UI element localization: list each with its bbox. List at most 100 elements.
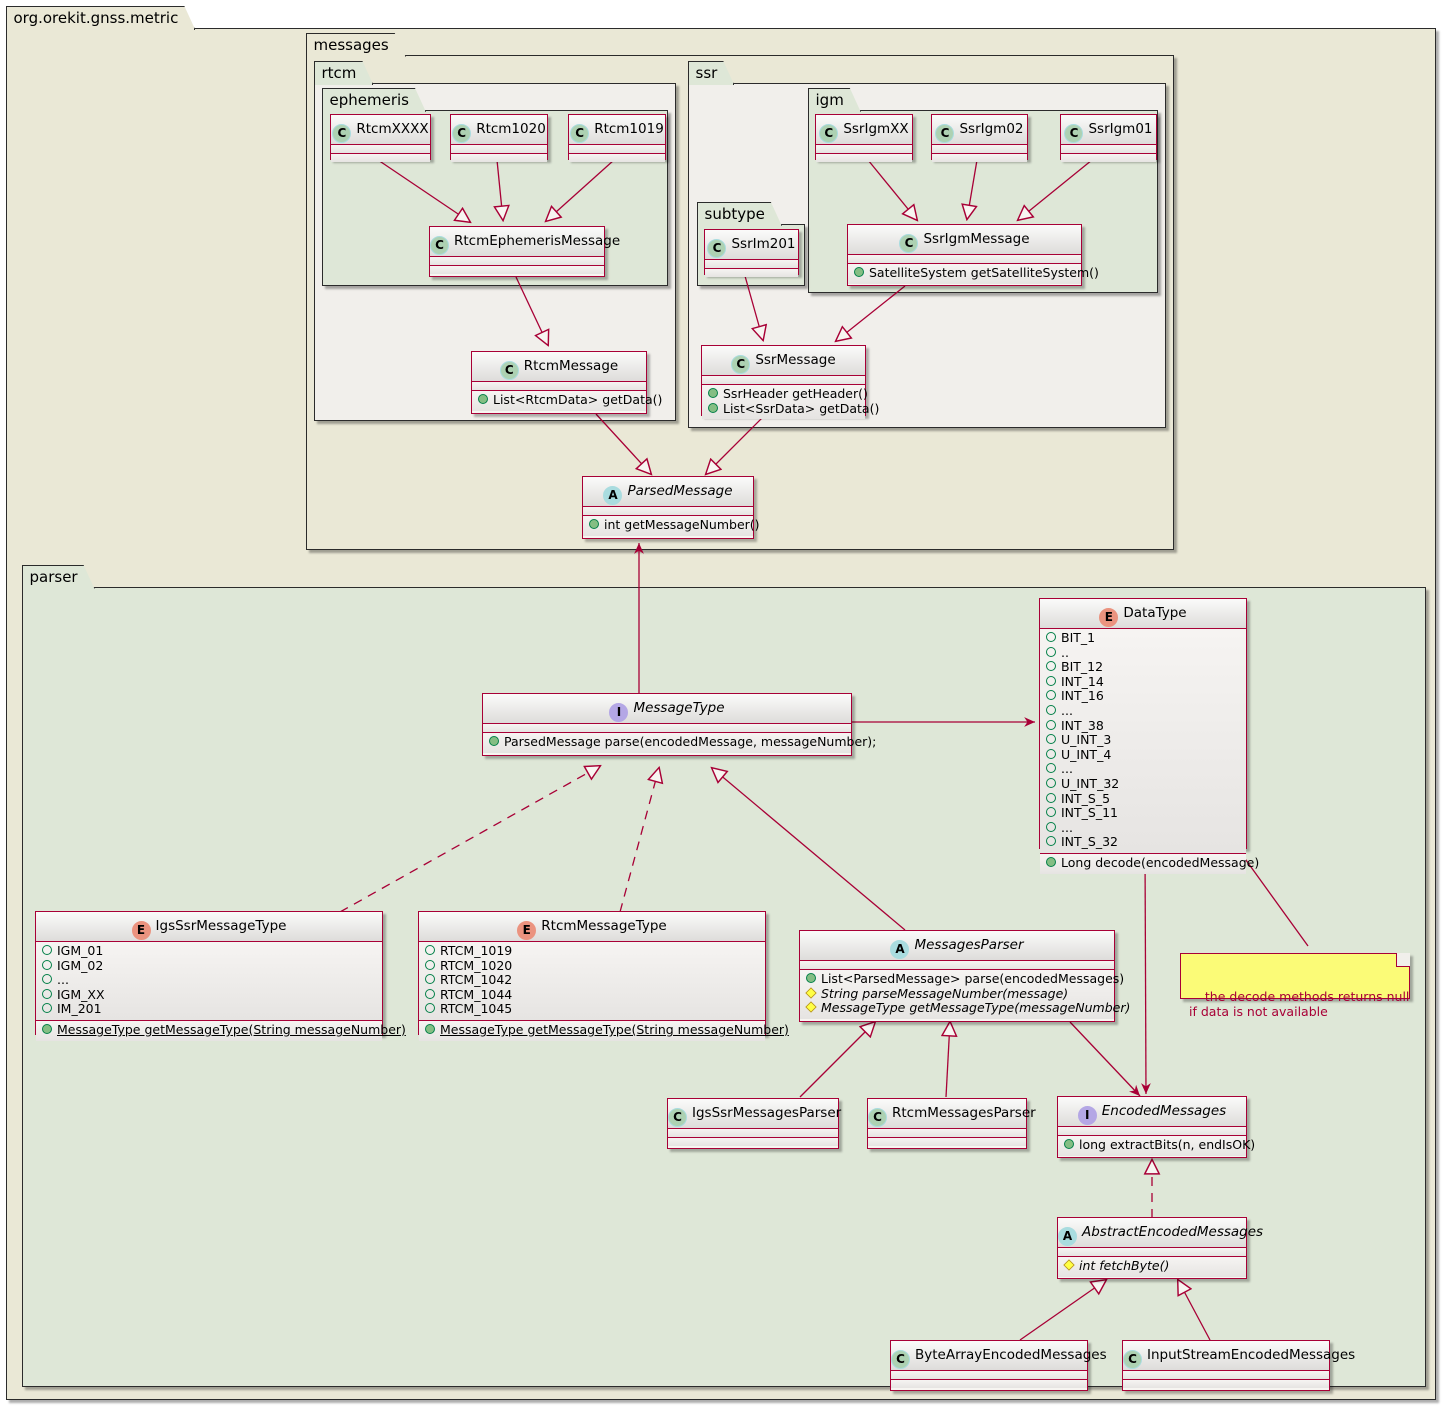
literals-compartment: RTCM_1019 RTCM_1020 RTCM_1042 RTCM_1044 …: [419, 942, 765, 1021]
enum-literal-row: IM_201: [40, 1002, 378, 1017]
enum-marker-icon: [1046, 821, 1056, 832]
enum-literal-row: ...: [1044, 820, 1242, 836]
attributes-compartment: [1058, 1127, 1246, 1136]
method-row: MessageType getMessageType(messageNumber…: [804, 1000, 1130, 1016]
enum-marker-icon: [1046, 632, 1056, 642]
class-stereotype-icon: C: [499, 361, 519, 380]
attributes-compartment: [472, 382, 646, 391]
enum-literal-row: U_INT_3: [1044, 732, 1242, 748]
enum-marker-icon: [1046, 704, 1056, 715]
enum-literal-row: RTCM_1042: [423, 972, 761, 988]
enum-literal-row: ..: [1044, 645, 1242, 661]
class-stereotype-icon: C: [1064, 124, 1084, 143]
enum-marker-icon: [425, 959, 435, 970]
methods-compartment: int getMessageNumber(): [583, 516, 760, 536]
attributes-compartment: [1123, 1371, 1329, 1380]
class-stereotype-icon: A: [1058, 1227, 1077, 1246]
methods-compartment: List<RtcmData> getData(): [472, 391, 662, 411]
enum-marker-icon: [1046, 836, 1056, 847]
attributes-compartment: [583, 507, 753, 516]
class-stereotype-icon: C: [819, 124, 839, 143]
methods-compartment: [569, 154, 665, 162]
methods-compartment: MessageType getMessageType(String messag…: [419, 1020, 789, 1041]
enum-literal-row: INT_14: [1044, 674, 1242, 690]
public-visibility-icon: [1046, 856, 1056, 867]
class-stereotype-icon: C: [731, 355, 751, 374]
public-visibility-icon: [489, 736, 499, 746]
methods-compartment: ParsedMessage parse(encodedMessage, mess…: [483, 733, 876, 753]
method-row: Long decode(encodedMessage): [1044, 855, 1259, 871]
class-stereotype-icon: C: [899, 234, 919, 253]
note-fold-corner: [1396, 953, 1410, 967]
attributes-compartment: [483, 724, 851, 733]
enum-marker-icon: [425, 974, 435, 985]
public-visibility-icon: [854, 267, 864, 277]
enum-marker-icon: [42, 988, 52, 999]
protected-visibility-icon: [805, 1001, 817, 1013]
methods-compartment: MessageType getMessageType(String messag…: [36, 1020, 406, 1041]
methods-compartment: Long decode(encodedMessage): [1040, 853, 1259, 874]
class-stereotype-icon: C: [707, 239, 727, 258]
enum-literal-row: U_INT_4: [1044, 747, 1242, 763]
enum-marker-icon: [425, 945, 435, 955]
methods-compartment: [816, 154, 912, 162]
enum-literal-row: IGM_02: [40, 958, 378, 974]
attributes-compartment: [702, 376, 865, 385]
class-stereotype-icon: C: [868, 1108, 887, 1127]
enum-marker-icon: [425, 1003, 435, 1014]
enum-marker-icon: [1046, 763, 1056, 774]
note-decode-returns-null: the decode methods returns null if data …: [1180, 953, 1410, 1019]
method-row: int fetchByte(): [1062, 1258, 1242, 1274]
enum-literal-row: ...: [1044, 762, 1242, 777]
enum-literal-row: RTCM_1020: [423, 958, 761, 974]
attributes-compartment: [1058, 1248, 1246, 1257]
package-label-root: org.orekit.gnss.metric: [6, 6, 196, 30]
package-label-ephemeris: ephemeris: [322, 88, 426, 112]
attributes-compartment: [430, 257, 604, 266]
methods-compartment: [451, 154, 547, 162]
enum-literal-row: INT_38: [1044, 718, 1242, 734]
public-visibility-icon: [589, 519, 599, 529]
literals-compartment: BIT_1 .. BIT_12 INT_14 INT_16 ... INT_38…: [1040, 629, 1246, 854]
class-stereotype-icon: C: [935, 124, 955, 143]
attributes-compartment: [891, 1371, 1087, 1380]
enum-literal-row: RTCM_1044: [423, 987, 761, 1003]
methods-compartment: [430, 266, 604, 274]
enum-marker-icon: [1046, 807, 1056, 818]
